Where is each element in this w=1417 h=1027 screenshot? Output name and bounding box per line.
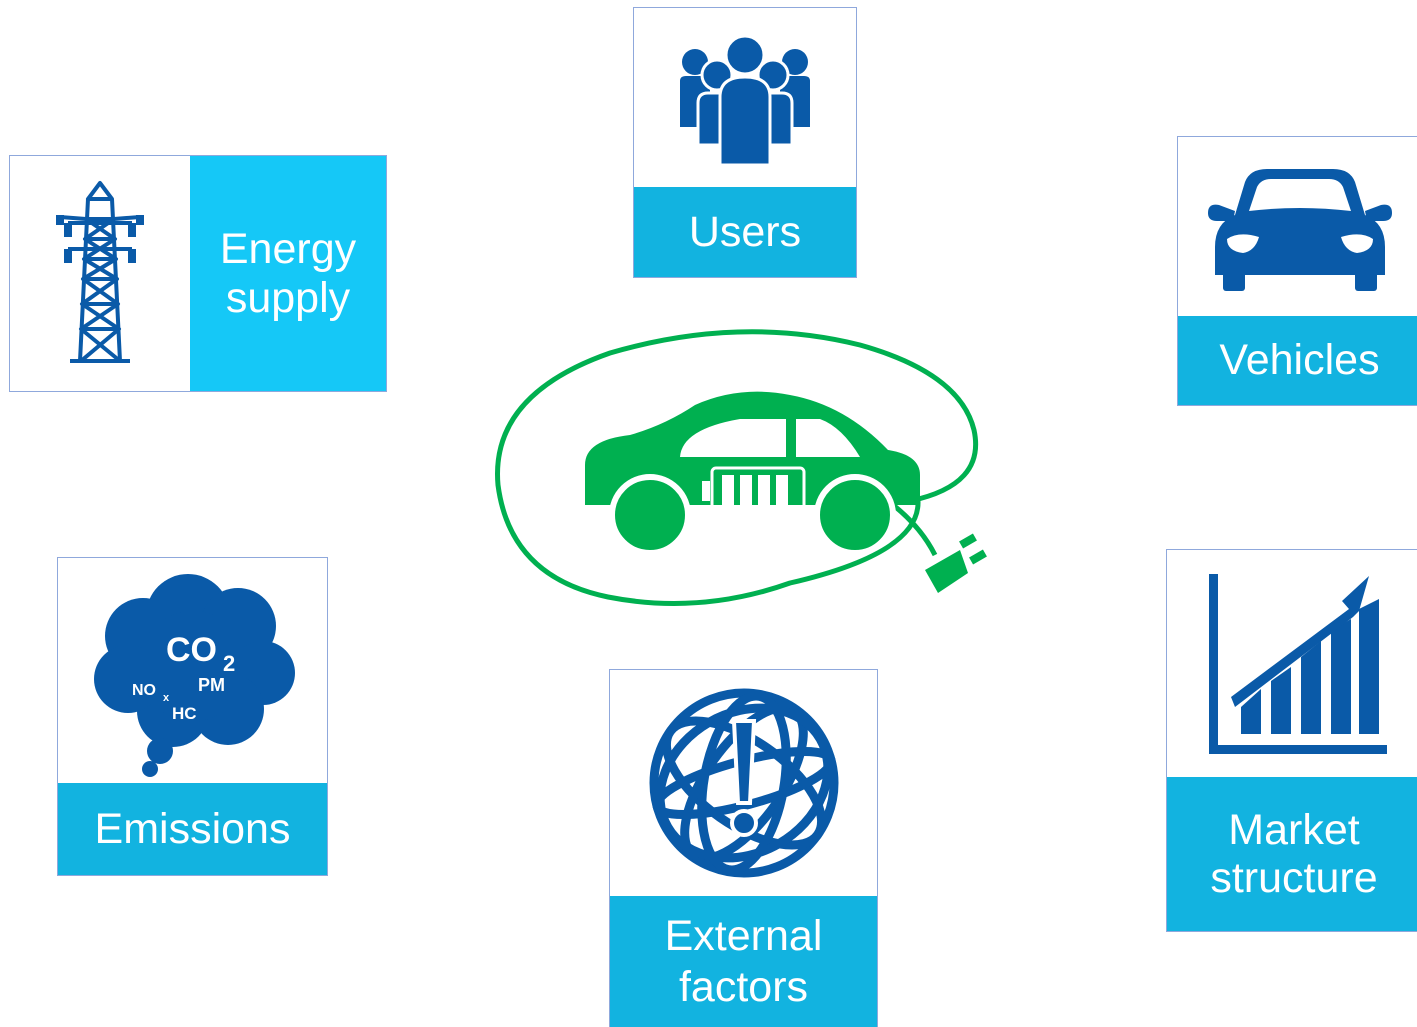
emissions-label: Emissions	[94, 804, 291, 853]
energy-supply-line1: Energy	[219, 225, 357, 274]
energy-supply-card: Energy supply	[9, 155, 387, 392]
external-factors-card: External factors	[609, 669, 878, 1027]
electric-car-plug-icon	[490, 325, 1010, 625]
co2-text: CO	[166, 631, 217, 669]
energy-supply-label-box: Energy supply	[190, 156, 386, 391]
external-factors-label-box: External factors	[610, 896, 877, 1027]
market-structure-card: Market structure	[1166, 549, 1417, 932]
users-card: Users	[633, 7, 857, 278]
nox-text: NO	[132, 682, 156, 699]
car-front-icon	[1178, 137, 1417, 317]
vehicles-label-box: Vehicles	[1178, 316, 1417, 405]
energy-supply-line2: supply	[225, 273, 351, 322]
nox-subscript: x	[163, 692, 170, 704]
emissions-card: CO 2 NO x PM HC Emissions	[57, 557, 328, 876]
hc-text: HC	[172, 704, 197, 723]
market-structure-line1: Market	[1228, 805, 1360, 854]
external-factors-line2: factors	[678, 962, 809, 1011]
rising-bar-chart-icon	[1167, 550, 1417, 777]
co2-subscript: 2	[223, 651, 235, 676]
emission-cloud-icon: CO 2 NO x PM HC	[58, 558, 327, 784]
power-pylon-icon	[10, 156, 190, 391]
vehicles-label: Vehicles	[1219, 336, 1380, 385]
vehicles-card: Vehicles	[1177, 136, 1417, 406]
pm-text: PM	[198, 675, 225, 695]
globe-exclamation-icon	[610, 670, 877, 896]
users-label-box: Users	[634, 187, 856, 277]
people-group-icon	[634, 8, 856, 186]
external-factors-line1: External	[664, 911, 823, 960]
market-structure-line2: structure	[1210, 854, 1378, 902]
users-label: Users	[688, 207, 802, 256]
market-structure-label-box: Market structure	[1167, 777, 1417, 931]
emissions-label-box: Emissions	[58, 783, 327, 875]
